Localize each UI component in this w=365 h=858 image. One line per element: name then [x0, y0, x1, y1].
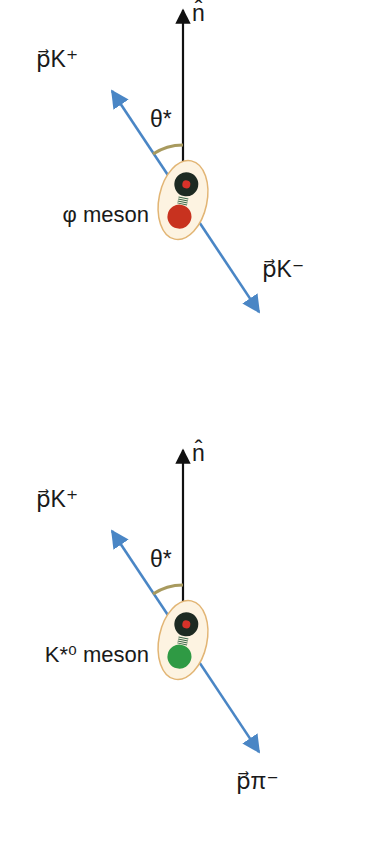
- momentum-arrow: [112, 531, 259, 752]
- meson-node: K*⁰ meson: [153, 598, 213, 682]
- momentum-arrow: [112, 91, 259, 312]
- momentum-label: p⃗K⁻: [262, 256, 304, 284]
- panel-kstar: [112, 450, 259, 752]
- axis-label: n̂: [192, 0, 205, 28]
- momentum-label: p⃗K⁺: [36, 46, 78, 74]
- angle-arc: [153, 585, 183, 594]
- angle-label: θ*: [150, 106, 172, 134]
- meson-shape: [153, 598, 213, 682]
- meson-shape: [153, 158, 213, 242]
- angle-label: θ*: [150, 546, 172, 574]
- meson-name: φ meson: [63, 202, 149, 228]
- momentum-label: p⃗K⁺: [36, 486, 78, 514]
- panel-phi: [112, 10, 259, 312]
- angle-arc: [153, 145, 183, 154]
- axis-label: n̂: [192, 440, 205, 468]
- momentum-label: p⃗π⁻: [236, 768, 279, 796]
- meson-name: K*⁰ meson: [45, 642, 149, 668]
- meson-node: φ meson: [153, 158, 213, 242]
